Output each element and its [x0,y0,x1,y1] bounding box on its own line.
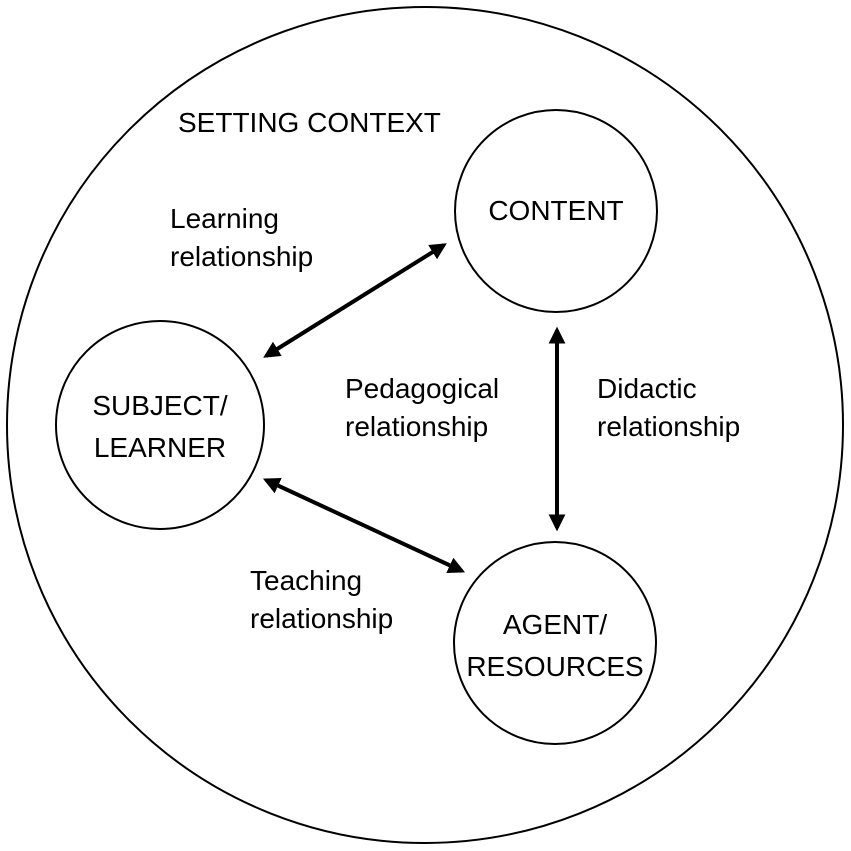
teaching-relationship-arrow [262,478,466,573]
learning-relationship-label: Learning relationship [170,200,313,276]
pedagogical-relationship-label: Pedagogical relationship [345,370,499,446]
learning-label-line-1: Learning [170,203,279,234]
pedagogical-label-line-2: relationship [345,411,489,442]
learning-relationship-arrow [263,243,447,358]
content-label-line-1: CONTENT [488,195,624,226]
setting-context-title: SETTING CONTEXT [178,107,441,138]
agent-resources-node-label: AGENT/ RESOURCES [455,604,655,688]
teaching-label-line-1: Teaching [250,565,363,596]
subject-learner-node-label: SUBJECT/ LEARNER [60,385,260,469]
agent-resources-node-circle [453,541,657,745]
didactic-relationship-label: Didactic relationship [597,370,740,446]
setting-context-circle [6,6,844,844]
agent-label-line-1: AGENT/ [502,609,608,640]
subject-learner-node-circle [55,320,265,530]
content-node-circle [454,109,658,313]
teaching-relationship-label: Teaching relationship [250,562,393,638]
subject-label-line-2: LEARNER [93,432,227,463]
teaching-label-line-2: relationship [250,603,394,634]
subject-label-line-1: SUBJECT/ [92,390,228,421]
agent-label-line-2: RESOURCES [466,651,644,682]
content-node-label: CONTENT [456,190,656,232]
pedagogical-label-line-1: Pedagogical [345,373,500,404]
didactic-label-line-1: Didactic [597,373,697,404]
learning-label-line-2: relationship [170,241,314,272]
didactic-label-line-2: relationship [597,411,741,442]
